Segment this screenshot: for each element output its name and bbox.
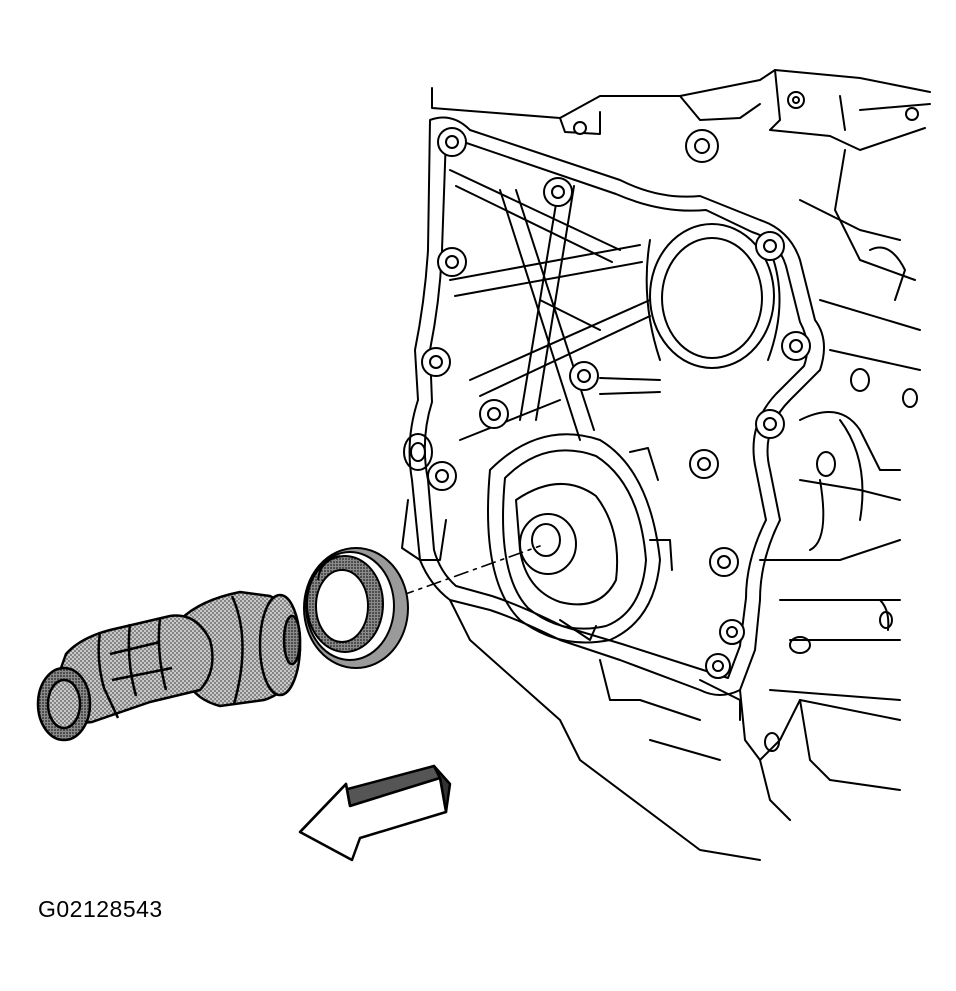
- bolt-icon: [781, 331, 811, 361]
- bolt-icon: [437, 127, 467, 157]
- bolt-icon: [905, 107, 919, 121]
- bolt-icon: [719, 619, 745, 645]
- figure-id-label: G02128543: [38, 896, 163, 922]
- bolt-icon: [685, 129, 719, 163]
- engine-front-cover: [399, 69, 931, 861]
- front-direction-arrow: [298, 764, 452, 862]
- bolt-icon: [755, 231, 785, 261]
- bolt-icon: [573, 121, 587, 135]
- bolt-icon: [705, 653, 731, 679]
- bolt-icon: [543, 177, 573, 207]
- bolt-icon: [437, 247, 467, 277]
- bolt-icon: [569, 361, 599, 391]
- cover-bolts: [421, 91, 919, 679]
- bolt-icon: [689, 449, 719, 479]
- bolt-icon: [755, 409, 785, 439]
- bolt-icon: [709, 547, 739, 577]
- bolt-icon: [479, 399, 509, 429]
- seal-installer-tool: [36, 590, 302, 742]
- crankshaft-front-oil-seal: [303, 547, 409, 669]
- bolt-icon: [787, 91, 805, 109]
- bolt-icon: [427, 461, 457, 491]
- bolt-icon: [421, 347, 451, 377]
